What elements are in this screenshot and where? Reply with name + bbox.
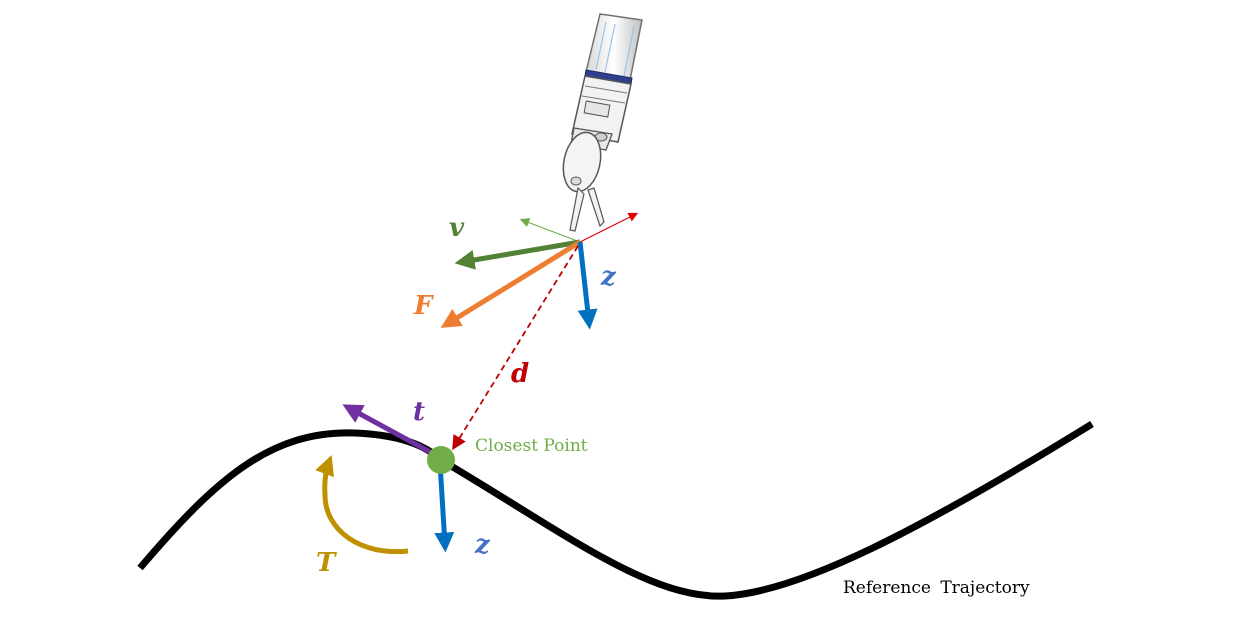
tangent-vector-arrow — [342, 404, 434, 456]
closest-point-label: Closest Point — [475, 436, 588, 456]
distance-vector-arrow — [452, 245, 579, 451]
velocity-vector-arrow — [454, 239, 581, 270]
closest-point-marker — [427, 446, 455, 474]
tool-z-axis-arrow — [577, 241, 598, 330]
distance-label: d — [511, 359, 529, 389]
tool-frame-y-axis — [519, 218, 581, 243]
surgical-gripper-icon — [562, 13, 643, 232]
force-label: F — [413, 291, 434, 321]
reference-trajectory-curve — [137, 421, 1094, 600]
curve-z-label: z — [474, 530, 491, 560]
tool-frame-x-axis — [579, 212, 639, 243]
reference-trajectory-label: Reference Trajectory — [843, 578, 1030, 598]
torque-label: T — [316, 548, 337, 578]
velocity-label: v — [449, 213, 465, 243]
torque-rotation-arrow — [315, 454, 409, 555]
tool-z-label: z — [600, 262, 617, 292]
tangent-label: t — [413, 397, 425, 427]
force-vector-arrow — [440, 239, 582, 328]
curve-z-axis-arrow — [434, 462, 455, 553]
